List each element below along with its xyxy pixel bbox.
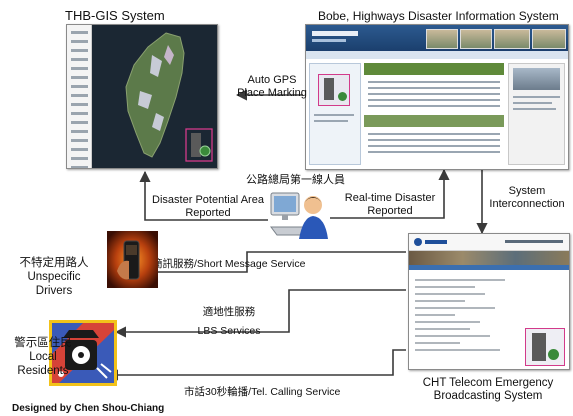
lbs-arrow	[114, 289, 406, 338]
cht-site-form	[415, 274, 515, 363]
potential-area-label: Disaster Potential Area Reported	[152, 194, 264, 219]
highway-news-list	[364, 63, 504, 165]
highway-title: Bobe, Highways Disaster Information Syst…	[318, 9, 559, 23]
telephone-icon	[49, 320, 117, 386]
drivers-label: 不特定用路人 Unspecific Drivers	[19, 257, 89, 297]
cht-site-photo-strip	[409, 251, 569, 265]
realtime-disaster-label: Real-time Disaster Reported	[344, 192, 436, 217]
tel-calling-arrow	[106, 349, 406, 381]
auto-gps-label: Auto GPS Place Marking	[237, 74, 307, 99]
tel-calling-label: 市話30秒輪播/Tel. Calling Service	[184, 386, 341, 398]
gis-screenshot	[66, 24, 218, 169]
highway-side-panel	[309, 63, 361, 165]
potential-area-arrow	[139, 170, 268, 221]
gis-title: THB-GIS System	[65, 8, 165, 23]
cht-site-tabs	[409, 265, 569, 270]
cht-title: CHT Telecom Emergency Broadcasting Syste…	[422, 377, 554, 402]
realtime-disaster-arrow	[330, 168, 450, 219]
lbs-label-zh: 適地性服務	[202, 306, 256, 318]
operator-icon	[269, 189, 329, 243]
mobile-phone-icon	[107, 231, 158, 288]
cht-server-icon	[525, 328, 565, 366]
taiwan-map	[92, 25, 217, 168]
system-interconnection-label: System Interconnection	[489, 185, 565, 210]
residents-label: 警示區住民 Local Residents	[14, 337, 72, 377]
highway-site-banner	[306, 25, 568, 51]
sms-arrow	[117, 251, 406, 278]
highway-right-panel	[508, 63, 565, 165]
cht-site-header	[409, 234, 569, 251]
sms-label: 簡訊服務/Short Message Service	[152, 258, 306, 270]
gis-layer-tree	[67, 25, 92, 168]
cht-site-screenshot	[408, 233, 570, 370]
designer-credit: Designed by Chen Shou-Chiang	[12, 403, 165, 414]
operator-label: 公路總局第一線人員	[246, 174, 345, 186]
highway-nav-bar	[306, 51, 568, 59]
highway-site-screenshot	[305, 24, 569, 170]
lbs-label-en: LBS Services	[197, 325, 261, 337]
